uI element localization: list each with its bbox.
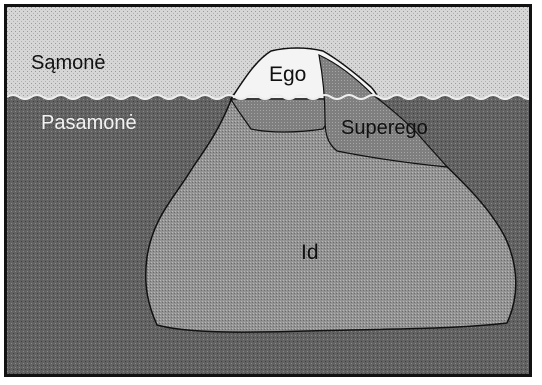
iceberg-svg: Sąmonė Pasamonė Ego Superego Id (7, 7, 529, 374)
label-ego: Ego (269, 63, 306, 86)
label-id: Id (301, 241, 319, 264)
label-unconscious: Pasamonė (41, 112, 137, 134)
iceberg-diagram: Sąmonė Pasamonė Ego Superego Id (4, 4, 532, 377)
label-superego: Superego (341, 117, 428, 139)
label-conscious: Sąmonė (31, 52, 106, 74)
